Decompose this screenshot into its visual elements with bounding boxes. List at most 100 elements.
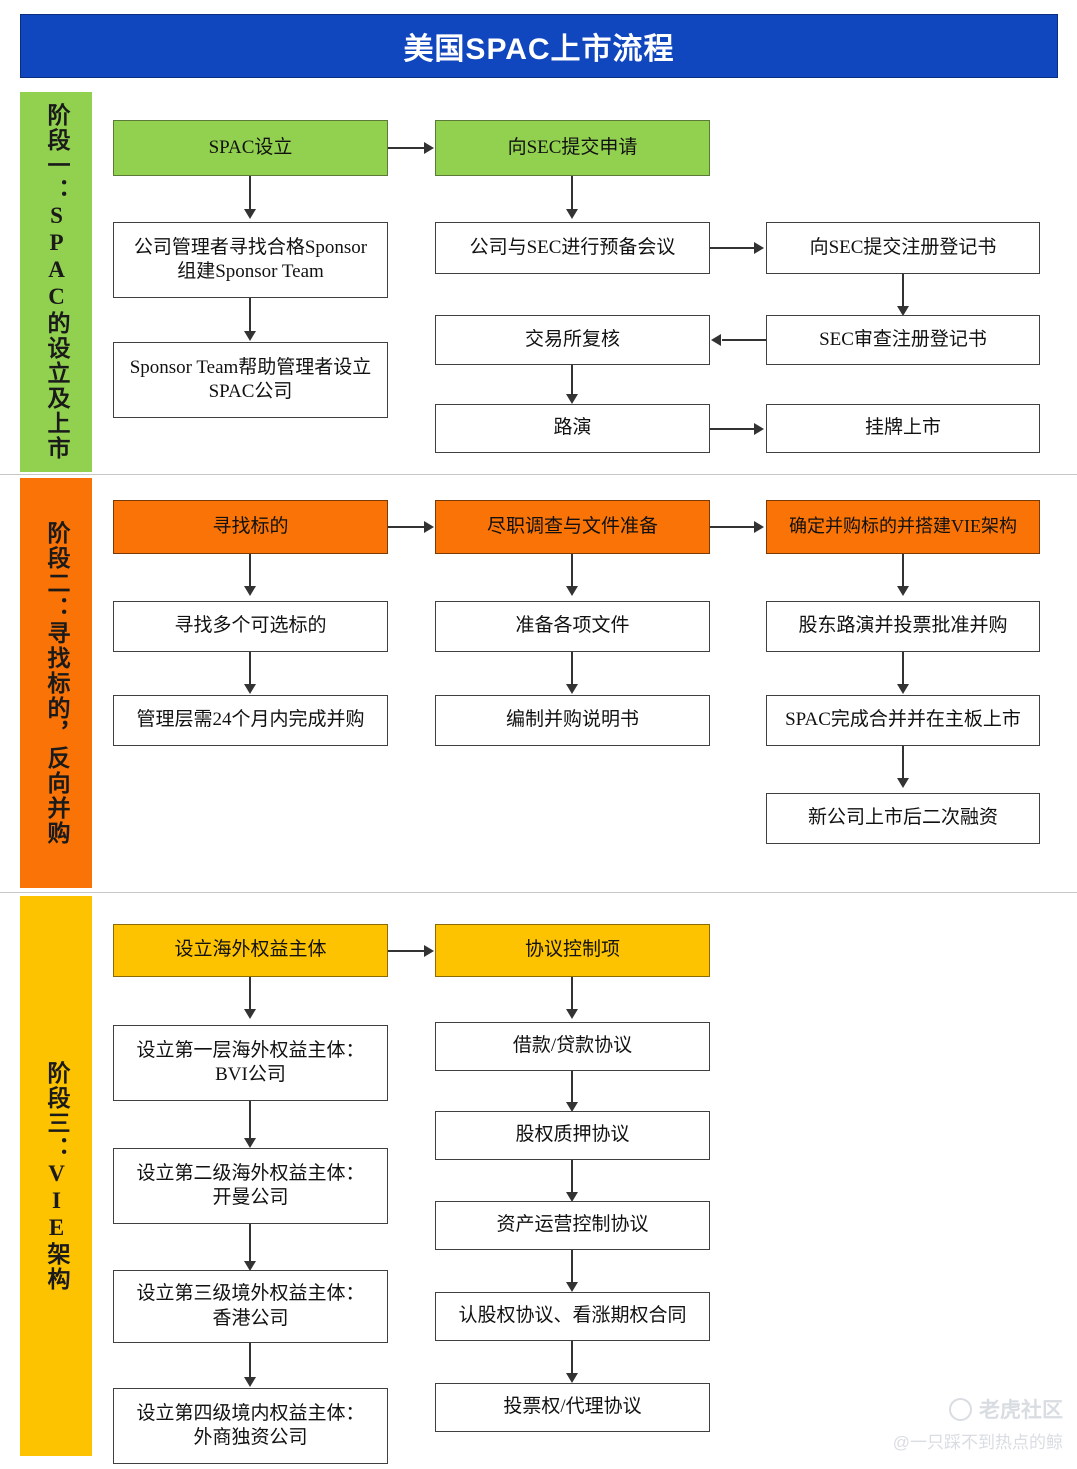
- node-p2-merger-prospectus[interactable]: 编制并购说明书: [435, 695, 710, 746]
- node-line-2: 外商独资公司: [193, 1427, 308, 1448]
- watermark-brand: 老虎社区: [979, 1399, 1063, 1422]
- arrowhead-p2-v1: [244, 586, 256, 596]
- node-p2-24-months[interactable]: 管理层需24个月内完成并购: [113, 695, 388, 746]
- connector-p2-v4: [571, 652, 573, 688]
- node-line-2: BVI公司: [215, 1064, 286, 1085]
- page-title: 美国SPAC上市流程: [20, 14, 1058, 78]
- node-p3-cayman[interactable]: 设立第二级海外权益主体： 开曼公司: [113, 1148, 388, 1224]
- arrowhead-p3-v6: [566, 1102, 578, 1112]
- node-p1-sponsor-setup-spac[interactable]: Sponsor Team帮助管理者设立 SPAC公司: [113, 342, 388, 418]
- arrowhead-p2-h2: [754, 521, 764, 533]
- node-line-1: 公司管理者寻找合格Sponsor: [133, 236, 368, 258]
- connector-p1-v4: [902, 274, 904, 310]
- node-p1-exchange-review[interactable]: 交易所复核: [435, 315, 710, 365]
- node-p3-call-option[interactable]: 认股权协议、看涨期权合同: [435, 1292, 710, 1341]
- node-p3-hongkong[interactable]: 设立第三级境外权益主体： 香港公司: [113, 1270, 388, 1343]
- arrowhead-p1-h2: [754, 242, 764, 254]
- node-p2-multiple-targets[interactable]: 寻找多个可选标的: [113, 601, 388, 652]
- node-p1-submit-to-sec[interactable]: 向SEC提交申请: [435, 120, 710, 176]
- arrowhead-p3-v4: [244, 1377, 256, 1387]
- connector-p2-v2: [249, 652, 251, 688]
- connector-p1-v1: [249, 176, 251, 213]
- connector-p1-h2: [710, 247, 756, 249]
- arrowhead-p1-h1: [424, 142, 434, 154]
- arrowhead-p2-v4: [566, 684, 578, 694]
- connector-p2-v7: [902, 746, 904, 782]
- arrowhead-p3-h1: [424, 945, 434, 957]
- node-p2-due-diligence[interactable]: 尽职调查与文件准备: [435, 500, 710, 554]
- phase-label-2: 阶段二：寻找标的，反向并购: [20, 478, 92, 888]
- connector-p1-v3: [571, 176, 573, 213]
- node-p3-offshore-entity[interactable]: 设立海外权益主体: [113, 924, 388, 977]
- arrowhead-p2-v5: [897, 586, 909, 596]
- arrowhead-p1-v5: [566, 394, 578, 404]
- connector-p1-v5: [571, 365, 573, 398]
- connector-p2-v1: [249, 554, 251, 590]
- node-line-1: 设立第一层海外权益主体：: [136, 1039, 365, 1061]
- node-p1-sec-review[interactable]: SEC审查注册登记书: [766, 315, 1040, 365]
- arrowhead-p2-v2: [244, 684, 256, 694]
- connector-p3-v9: [571, 1341, 573, 1377]
- arrowhead-p1-v4: [897, 306, 909, 316]
- phase-label-3: 阶段三：VIE架构: [20, 896, 92, 1456]
- node-line-1: 设立第二级海外权益主体：: [136, 1162, 365, 1184]
- arrowhead-p3-v5: [566, 1009, 578, 1019]
- arrowhead-p3-v9: [566, 1373, 578, 1383]
- node-p1-pre-meeting[interactable]: 公司与SEC进行预备会议: [435, 222, 710, 274]
- connector-p2-v6: [902, 652, 904, 688]
- arrowhead-p2-v6: [897, 684, 909, 694]
- node-line-2: 组建Sponsor Team: [177, 261, 324, 282]
- node-p3-vie-agreements[interactable]: 协议控制项: [435, 924, 710, 977]
- connector-p3-v6: [571, 1071, 573, 1106]
- arrowhead-p3-v3: [244, 1261, 256, 1271]
- arrowhead-p1-h4: [754, 423, 764, 435]
- node-p3-wfoe[interactable]: 设立第四级境内权益主体： 外商独资公司: [113, 1388, 388, 1464]
- arrowhead-p3-v2: [244, 1138, 256, 1148]
- connector-p3-v5: [571, 977, 573, 1013]
- connector-p3-v8: [571, 1250, 573, 1286]
- arrowhead-p3-v8: [566, 1282, 578, 1292]
- node-p1-submit-registration[interactable]: 向SEC提交注册登记书: [766, 222, 1040, 274]
- node-p3-voting-proxy[interactable]: 投票权/代理协议: [435, 1383, 710, 1432]
- node-line-1: Sponsor Team帮助管理者设立: [129, 356, 372, 378]
- connector-p1-h1: [388, 147, 426, 149]
- arrowhead-p1-v2: [244, 331, 256, 341]
- node-p1-find-sponsor[interactable]: 公司管理者寻找合格Sponsor 组建Sponsor Team: [113, 222, 388, 298]
- node-p2-prepare-docs[interactable]: 准备各项文件: [435, 601, 710, 652]
- node-p3-bvi[interactable]: 设立第一层海外权益主体： BVI公司: [113, 1025, 388, 1101]
- node-line-2: 开曼公司: [212, 1187, 289, 1208]
- node-p1-go-public[interactable]: 挂牌上市: [766, 404, 1040, 453]
- node-line-2: 香港公司: [212, 1307, 289, 1329]
- connector-p3-h1: [388, 950, 426, 952]
- connector-p3-v7: [571, 1160, 573, 1196]
- node-p1-spac-establish[interactable]: SPAC设立: [113, 120, 388, 176]
- node-p2-secondary-financing[interactable]: 新公司上市后二次融资: [766, 793, 1040, 844]
- node-p3-asset-operation[interactable]: 资产运营控制协议: [435, 1201, 710, 1250]
- node-p2-shareholder-vote[interactable]: 股东路演并投票批准并购: [766, 601, 1040, 652]
- connector-p2-v3: [571, 554, 573, 590]
- node-p2-find-target[interactable]: 寻找标的: [113, 500, 388, 554]
- node-p2-spac-merge-listing[interactable]: SPAC完成合并并在主板上市: [766, 695, 1040, 746]
- connector-p1-h4: [710, 428, 756, 430]
- connector-p3-v1: [249, 977, 251, 1013]
- arrowhead-p1-v3: [566, 209, 578, 219]
- node-p3-loan-agreement[interactable]: 借款/贷款协议: [435, 1022, 710, 1071]
- connector-p2-h2: [710, 526, 756, 528]
- connector-p1-v2: [249, 298, 251, 335]
- connector-p3-v2: [249, 1101, 251, 1142]
- node-p1-roadshow[interactable]: 路演: [435, 404, 710, 453]
- node-p2-confirm-target-vie[interactable]: 确定并购标的并搭建VIE架构: [766, 500, 1040, 554]
- arrowhead-p3-v7: [566, 1192, 578, 1202]
- phase-divider-1: [0, 474, 1077, 475]
- connector-p2-v5: [902, 554, 904, 590]
- connector-p3-v4: [249, 1343, 251, 1381]
- connector-p1-h3: [722, 339, 766, 341]
- node-line-2: SPAC公司: [208, 381, 293, 402]
- connector-p3-v3: [249, 1224, 251, 1265]
- node-p3-equity-pledge[interactable]: 股权质押协议: [435, 1111, 710, 1160]
- node-line-1: 设立第四级境内权益主体：: [136, 1402, 365, 1424]
- arrowhead-p1-h3: [711, 334, 721, 346]
- arrowhead-p3-v1: [244, 1009, 256, 1019]
- node-line-1: 设立第三级境外权益主体：: [136, 1283, 365, 1305]
- arrowhead-p2-v7: [897, 778, 909, 788]
